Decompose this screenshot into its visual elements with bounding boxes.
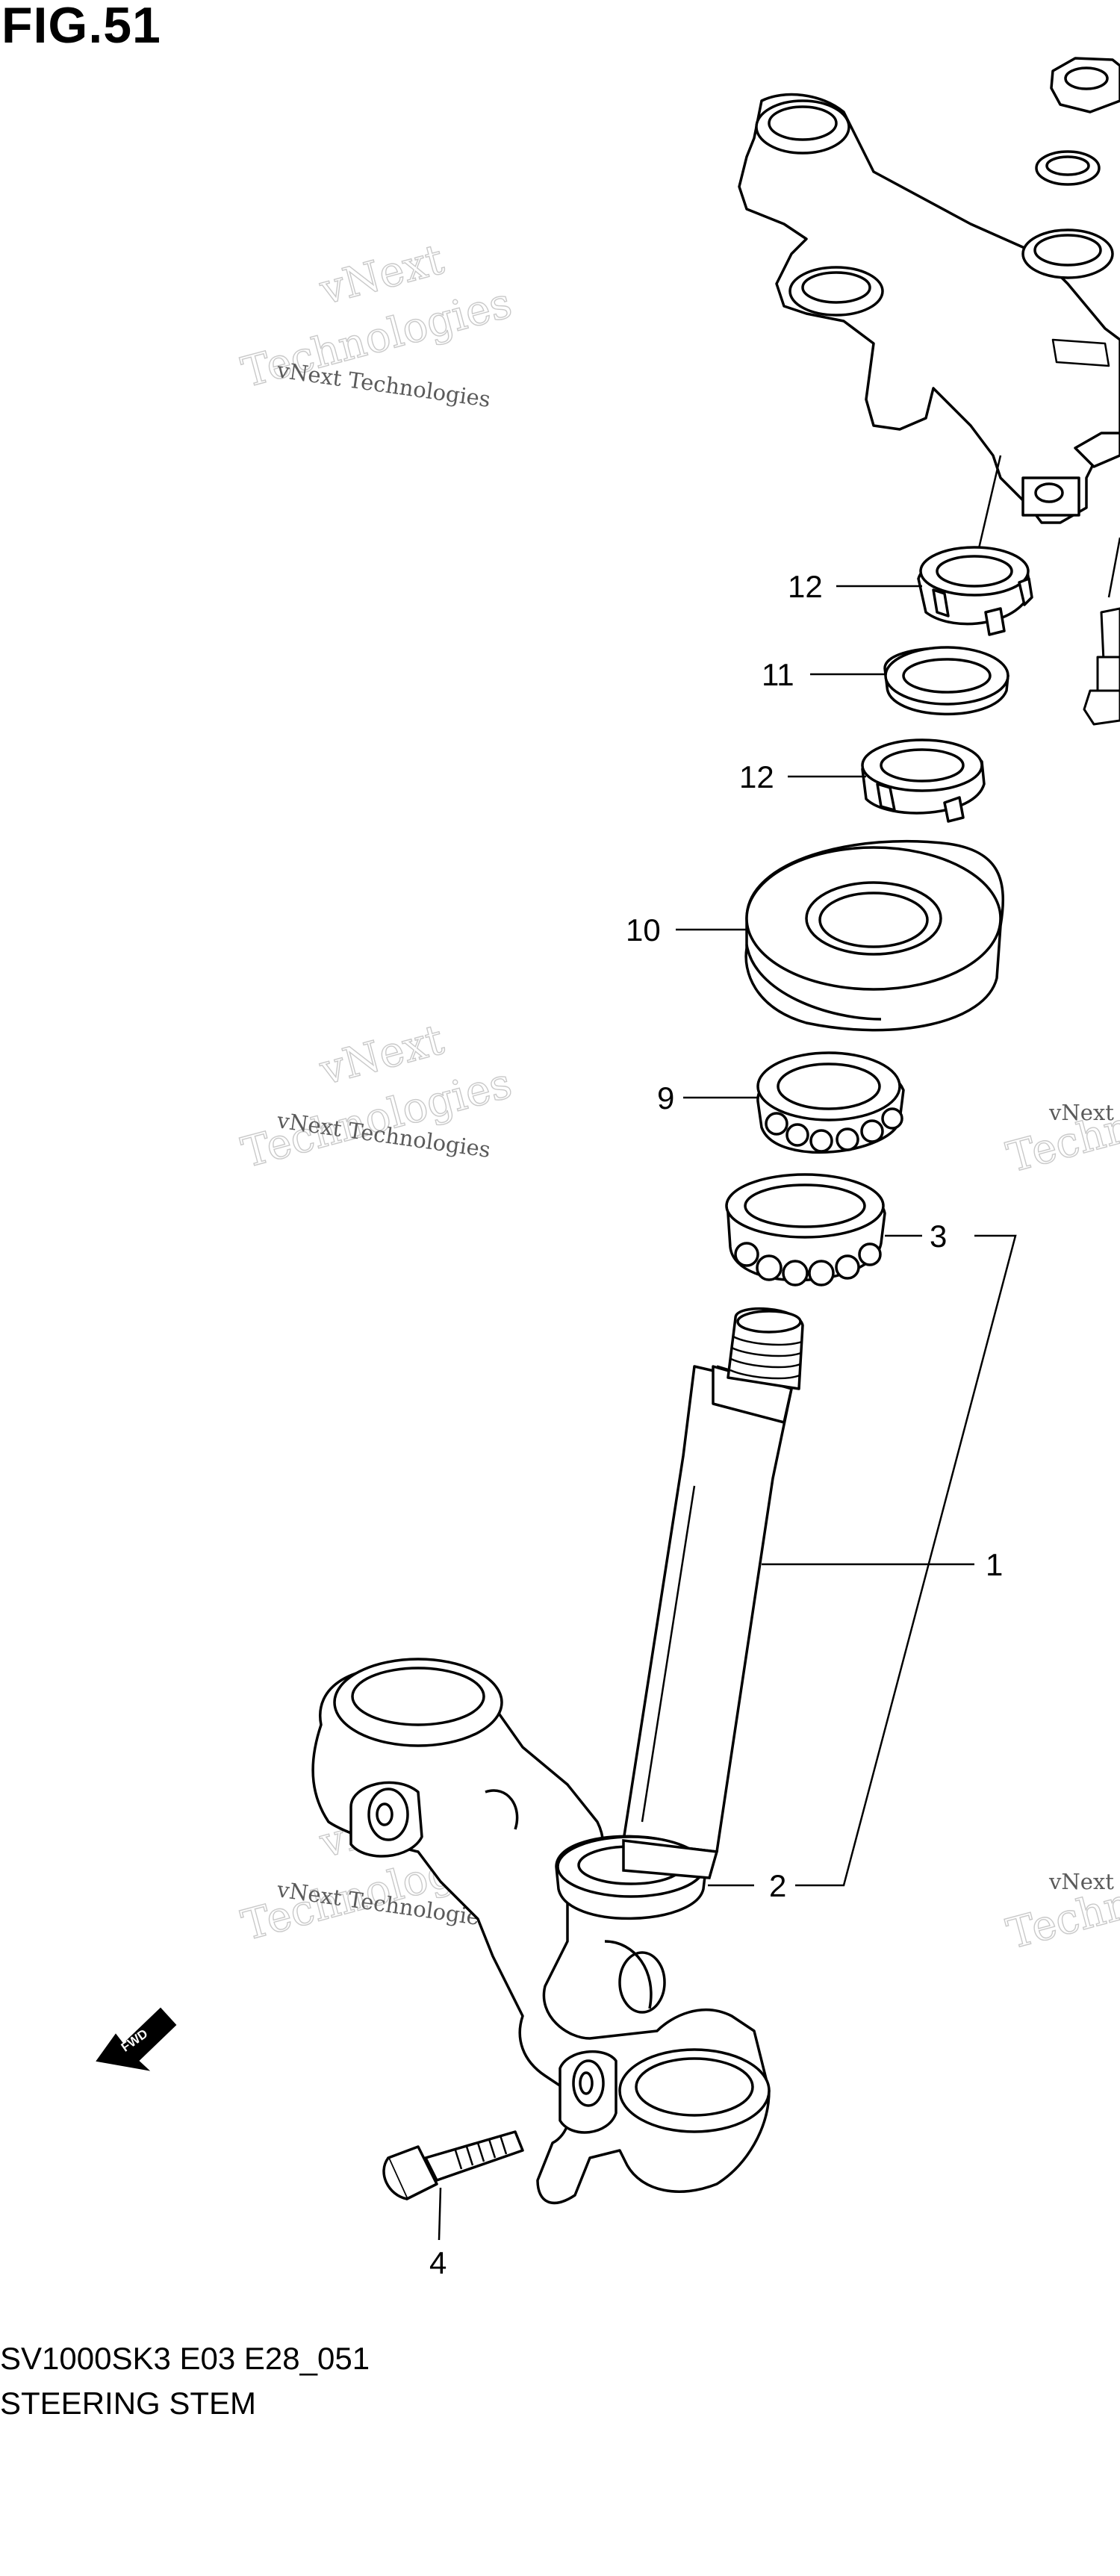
top-bolt	[1083, 607, 1120, 726]
part-10-seal	[744, 839, 1005, 1032]
callout-11: 11	[762, 657, 794, 692]
model-code: SV1000SK3 E03 E28_051	[0, 2341, 370, 2376]
callout-2: 2	[769, 1868, 786, 1903]
part-11-washer	[883, 646, 1009, 715]
part-9-bearing	[756, 1051, 905, 1154]
callout-12-upper: 12	[788, 569, 823, 604]
callout-3: 3	[930, 1219, 947, 1254]
callout-9: 9	[657, 1080, 674, 1116]
watermark-small-5: vNext	[1048, 1869, 1114, 1894]
part-4-bolt	[382, 2130, 524, 2200]
part-12-nut-lower	[861, 738, 986, 823]
callout-4: 4	[429, 2245, 447, 2280]
part-2-seal	[555, 1835, 719, 1920]
watermark-5: Technologies	[1001, 1840, 1120, 1959]
watermark-small-1: vNext Technologies	[275, 357, 492, 412]
part-12-nut-upper	[917, 546, 1033, 636]
watermark-small-4: vNext	[1048, 1100, 1114, 1125]
callout-10: 10	[626, 912, 661, 948]
watermark-word: Technologies	[1002, 1841, 1120, 1959]
figure-title: FIG.51	[1, 0, 161, 54]
part-3-bearing	[725, 1173, 886, 1287]
upper-bracket	[738, 57, 1120, 524]
assembly-name: STEERING STEM	[0, 2386, 257, 2421]
callout-1: 1	[986, 1547, 1003, 1582]
callouts: 12 11 12 10 9 3 1 2 4	[429, 569, 1003, 2280]
leader-lines	[438, 585, 1017, 2241]
callout-12-lower: 12	[739, 759, 774, 794]
fwd-arrow-icon: FWD	[96, 2007, 177, 2071]
part-1-steering-stem	[311, 1307, 804, 2204]
